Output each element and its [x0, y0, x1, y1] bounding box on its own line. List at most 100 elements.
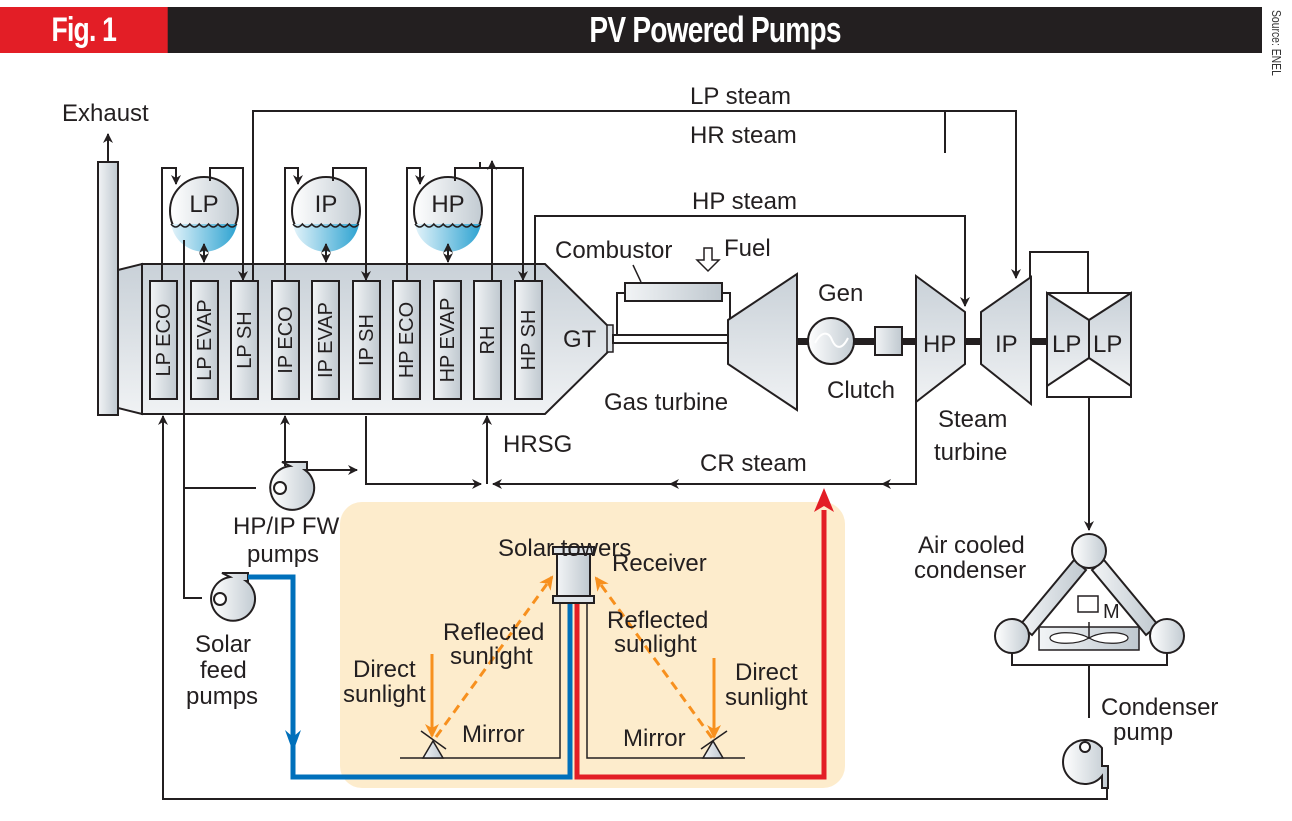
hrsg-section: RH: [473, 280, 502, 400]
hrsg-section-label: IP SH: [356, 314, 378, 366]
blue-flow-arrow-icon: [285, 730, 301, 752]
direct-label-left-2: sunlight: [343, 681, 426, 708]
hrsg-section-label: HP SH: [518, 310, 540, 371]
solar-feed-label-2: feed: [200, 657, 247, 684]
ip-turbine: [980, 275, 1032, 407]
hrsg-section: IP SH: [352, 280, 381, 400]
hrsg-section: HP SH: [514, 280, 543, 400]
steam-turbine-label-1: Steam: [938, 406, 1007, 433]
red-flow-arrow-icon: [814, 488, 834, 512]
water-wave-icon: [170, 222, 238, 228]
exhaust-stack: Exhaust: [62, 100, 149, 416]
solar-towers-label: Solar towers: [498, 535, 631, 562]
solar-feed-label-1: Solar: [195, 631, 251, 658]
condenser-pump-label-2: pump: [1113, 719, 1173, 746]
generator-train: Gen Clutch: [797, 280, 1047, 404]
mirror-label-right: Mirror: [623, 725, 686, 752]
hrsg-section-label: LP SH: [234, 311, 256, 368]
motor-icon: [1077, 595, 1099, 613]
gen-label: Gen: [818, 280, 863, 307]
sine-wave-icon: [814, 332, 849, 348]
figure-title-text: PV Powered Pumps: [589, 9, 841, 50]
drum-label: HP: [431, 191, 464, 218]
clutch-label: Clutch: [827, 377, 895, 404]
gas-turbine-label: Gas turbine: [604, 389, 728, 416]
reflected-label-left-1: Reflected: [443, 619, 544, 646]
hrsg-section-label: HP ECO: [396, 302, 418, 378]
fuel-arrow-icon: [695, 247, 721, 273]
hrsg-sections: LP ECO LP EVAP LP SH IP ECO IP EVAP IP SH HP E…: [149, 280, 543, 400]
hrsg-section-label: IP ECO: [275, 306, 297, 373]
reflected-sunlight-arrow-left: [434, 575, 554, 738]
solar-feed-pump-icon: [210, 572, 256, 622]
hrsg-label: HRSG: [503, 431, 572, 458]
drum-piping: [161, 110, 1093, 314]
steam-drum: LP: [169, 176, 239, 252]
mirror-label-left: Mirror: [462, 721, 525, 748]
hp-ip-fw-pumps-label-2: pumps: [247, 541, 319, 568]
figure-title: PV Powered Pumps: [168, 7, 1262, 53]
reflected-sunlight-arrow-right: [594, 576, 714, 739]
figure-tag: Fig. 1: [0, 7, 168, 53]
motor-label: M: [1103, 601, 1120, 623]
condenser-pump-icon: [1062, 739, 1109, 789]
water-wave-icon: [414, 222, 482, 228]
st-hp-label: HP: [923, 331, 956, 358]
cr-steam-label: CR steam: [700, 450, 807, 477]
receiver-label: Receiver: [612, 550, 707, 577]
hp-ip-fw-pumps-label-1: HP/IP FW: [233, 513, 340, 540]
reflected-label-right-2: sunlight: [614, 631, 697, 658]
hrsg-section: LP SH: [230, 280, 259, 400]
hrsg-section-label: LP ECO: [153, 304, 175, 377]
hrsg-section-label: RH: [477, 326, 499, 355]
direct-label-left-1: Direct: [353, 656, 416, 683]
air-cooled-label-2: condenser: [914, 557, 1026, 584]
hrsg-section: IP EVAP: [311, 280, 340, 400]
air-cooled-condenser: M: [994, 533, 1185, 654]
hp-turbine: [915, 274, 966, 405]
steam-turbine-label-2: turbine: [934, 439, 1007, 466]
gt-label: GT: [563, 326, 597, 353]
direct-label-right-2: sunlight: [725, 684, 808, 711]
st-lp1-label: LP: [1052, 331, 1081, 358]
solar-steam-line: [574, 510, 827, 780]
direct-label-right-1: Direct: [735, 659, 798, 686]
hrsg-section: HP EVAP: [433, 280, 462, 400]
feedwater-piping: [158, 240, 1168, 800]
gas-turbine: Combustor Fuel Gas turbine: [555, 235, 798, 416]
condenser-pump-label-1: Condenser: [1101, 694, 1218, 721]
drum-label: LP: [189, 191, 218, 218]
steam-drum: HP: [413, 176, 483, 252]
generator: [807, 317, 855, 365]
figure-number: Fig. 1: [51, 11, 117, 49]
hrsg-section: LP EVAP: [190, 280, 219, 400]
gas-turbine-expander: [727, 272, 798, 412]
hrsg-section: LP ECO: [149, 280, 178, 400]
hr-steam-label: HR steam: [690, 122, 797, 149]
exhaust-label: Exhaust: [62, 100, 149, 127]
solar-receiver: [400, 546, 745, 759]
fuel-label: Fuel: [724, 235, 771, 262]
steam-turbine: HP IP LP LP Steam turbine: [915, 274, 1132, 466]
solar-field-area: [340, 502, 845, 788]
steam-drums: LP IP HP: [169, 176, 483, 252]
hp-ip-fw-pump-icon: [269, 461, 316, 511]
air-cooled-label-1: Air cooled: [918, 532, 1025, 559]
combustor-label: Combustor: [555, 237, 672, 264]
clutch: [874, 326, 903, 356]
hrsg-section: IP ECO: [271, 280, 300, 400]
figure-header: Fig. 1 PV Powered Pumps: [0, 7, 1262, 53]
combustor: [624, 282, 723, 302]
solar-feed-label-3: pumps: [186, 683, 258, 710]
hp-steam-label: HP steam: [692, 188, 797, 215]
reflected-label-left-2: sunlight: [450, 643, 533, 670]
hrsg-section-label: HP EVAP: [437, 298, 459, 383]
drum-label: IP: [315, 191, 338, 218]
hrsg-section-label: IP EVAP: [315, 302, 337, 378]
steam-drum: IP: [291, 176, 361, 252]
mirror-right: [700, 730, 728, 759]
st-ip-label: IP: [995, 331, 1018, 358]
water-wave-icon: [292, 222, 360, 228]
lp-steam-label: LP steam: [690, 83, 791, 110]
